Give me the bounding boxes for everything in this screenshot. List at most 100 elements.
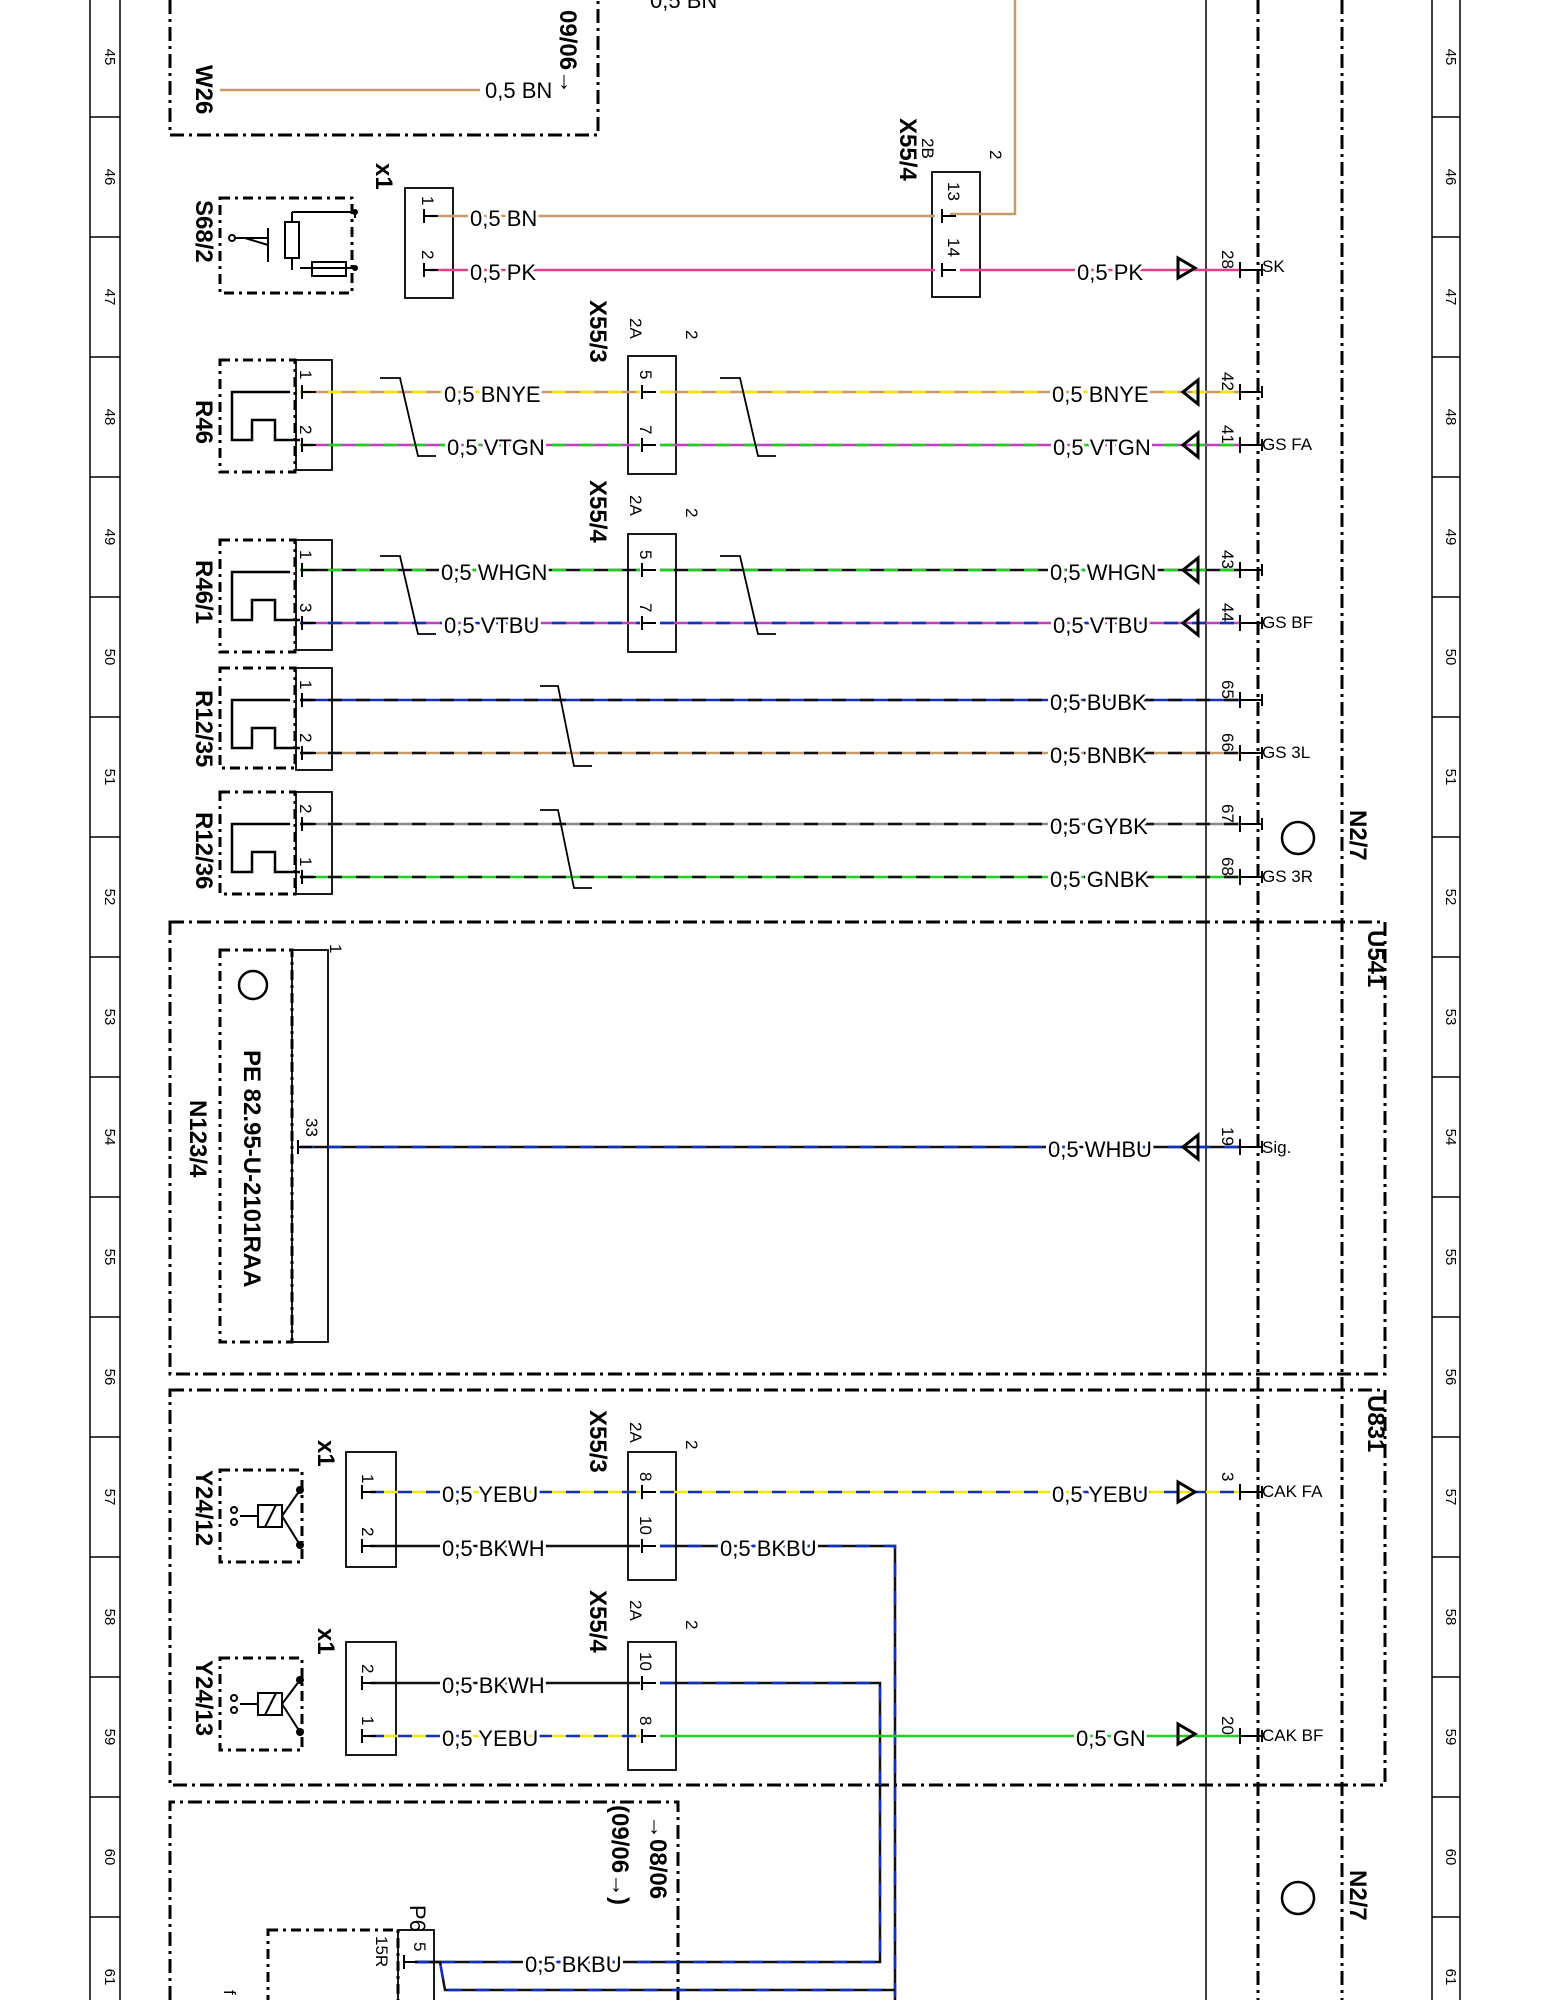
wire-label-y2412a_r: 0,5 YEBU (1052, 1482, 1148, 1507)
ruler-number-right: 55 (1442, 1249, 1459, 1266)
connector-pin (941, 209, 956, 223)
signal-name: Sig. (1262, 1138, 1291, 1157)
component-label: x1 (312, 1440, 339, 1467)
connector-pin (641, 563, 656, 577)
pin-number: 2 (296, 804, 315, 813)
connector-pin (641, 438, 656, 452)
wire-segment (660, 1544, 897, 2000)
ruler-number-left: 49 (101, 529, 118, 546)
connector-pin (423, 263, 438, 277)
connector-pin (297, 1140, 312, 1154)
wire-segment (950, 0, 1017, 216)
connector-pin (301, 616, 316, 630)
ruler-number-right: 49 (1442, 529, 1459, 546)
wire-label-r461b: 0,5 VTBU (444, 613, 539, 638)
connector-pin (641, 1485, 656, 1499)
pin-number: 28 (1218, 250, 1237, 269)
pin-number: 66 (1218, 733, 1237, 752)
signal-name: GS 3R (1262, 867, 1313, 886)
wire-label-r461a_r: 0,5 WHGN (1050, 560, 1156, 585)
pin-number: 8 (636, 1472, 655, 1481)
pin-number: 8 (636, 1716, 655, 1725)
component-label: X55/3 (584, 300, 611, 363)
ruler-number-right: 47 (1442, 289, 1459, 306)
pin-number: 2 (986, 150, 1005, 159)
pin-number: 44 (1218, 603, 1237, 622)
ruler-number-left: 53 (101, 1009, 118, 1026)
connector-pin (641, 1729, 656, 1743)
ruler-number-right: 54 (1442, 1129, 1459, 1146)
terminal-tab (1239, 745, 1263, 761)
connector-pin (361, 1729, 376, 1743)
pin-number: 2 (682, 1620, 701, 1629)
signal-name: GS 3L (1262, 743, 1310, 762)
pin-number: f (220, 1990, 239, 1995)
connector-pin (301, 746, 316, 760)
wire-label-s68b_r: 0,5 PK (1077, 260, 1143, 285)
component-label: X55/4 (894, 118, 921, 181)
ruler-number-right: 53 (1442, 1009, 1459, 1026)
ruler-number-left: 45 (101, 49, 118, 66)
wire-label-r1236b: 0,5 GNBK (1050, 867, 1149, 892)
ruler-number-right: 58 (1442, 1609, 1459, 1626)
component-label: W26 (190, 65, 217, 114)
pin-number: 43 (1218, 550, 1237, 569)
pin-number: 33 (302, 1118, 321, 1137)
pin-number: 2 (418, 250, 437, 259)
pin-number: 1 (326, 944, 345, 953)
pin-number: 1 (296, 550, 315, 559)
component-label: N2/7 (1344, 1870, 1371, 1921)
wire-label-y2413b: 0,5 YEBU (442, 1726, 538, 1751)
pin-number: 15R (372, 1936, 391, 1967)
wire-label-y2413b_r: 0,5 GN (1076, 1726, 1146, 1751)
component-label: 09/06→ (554, 10, 581, 94)
ruler-number-right: 45 (1442, 49, 1459, 66)
pin-number: 42 (1218, 372, 1237, 391)
component-label: X55/4 (584, 1590, 611, 1653)
pin-number: 2A (626, 495, 645, 516)
pin-number: 65 (1218, 680, 1237, 699)
component-label: x1 (370, 163, 397, 190)
component-label: R12/36 (190, 812, 217, 889)
pin-number: 5 (636, 370, 655, 379)
ruler-number-left: 52 (101, 889, 118, 906)
terminal-tab (1239, 692, 1263, 708)
ruler-number-left: 48 (101, 409, 118, 426)
component-label: S68/2 (190, 200, 217, 263)
ruler-number-right: 60 (1442, 1849, 1459, 1866)
pin-number: 10 (636, 1652, 655, 1671)
connector-pin (301, 693, 316, 707)
pin-number: 1 (358, 1474, 377, 1483)
pin-number: 2 (358, 1664, 377, 1673)
pin-number: 20 (1218, 1716, 1237, 1735)
ruler-number-left: 59 (101, 1729, 118, 1746)
pin-number: 1 (296, 370, 315, 379)
wire-stripe (415, 1681, 882, 1964)
connector-pin (361, 1539, 376, 1553)
terminal-tab (1239, 1139, 1263, 1155)
component-label: N123/4 (184, 1100, 211, 1178)
pin-number: 3 (1218, 1472, 1237, 1481)
terminal-tab (1239, 437, 1263, 453)
wire-segment (415, 1960, 895, 1992)
pin-number: 2 (682, 1440, 701, 1449)
terminal-tab (1239, 869, 1263, 885)
ruler-number-left: 54 (101, 1129, 118, 1146)
pin-number: 2A (626, 1600, 645, 1621)
wire-label-n123: 0,5 WHBU (1048, 1137, 1152, 1162)
pin-number: 68 (1218, 857, 1237, 876)
component-label: x1 (312, 1628, 339, 1655)
wire-label-r46b_r: 0,5 VTGN (1053, 435, 1151, 460)
pin-number: 5 (636, 550, 655, 559)
ruler-number-left: 60 (101, 1849, 118, 1866)
ruler-number-right: 46 (1442, 169, 1459, 186)
ruler-number-right: 50 (1442, 649, 1459, 666)
wire-label-y2412a: 0,5 YEBU (442, 1482, 538, 1507)
pin-number: 7 (636, 425, 655, 434)
ruler-number-right: 57 (1442, 1489, 1459, 1506)
component-label: Y24/12 (190, 1470, 217, 1546)
ruler-number-left: 57 (101, 1489, 118, 1506)
connector-pin (403, 1955, 418, 1969)
wire-label-r461a: 0,5 WHGN (441, 560, 547, 585)
